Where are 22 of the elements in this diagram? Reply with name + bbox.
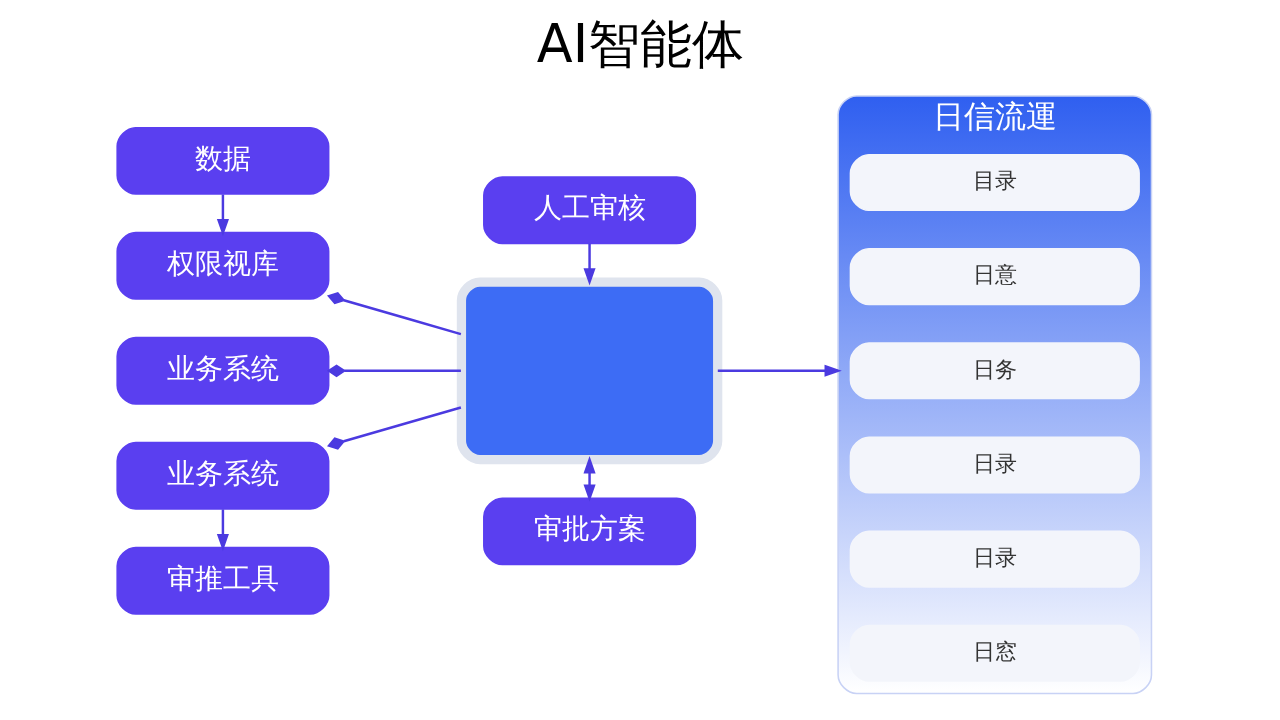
node-box: 审批方案: [482, 497, 696, 566]
connector: [326, 364, 461, 378]
node-box: 权限视库: [115, 231, 329, 300]
node-box: 业务系统: [115, 441, 329, 510]
arrow: [216, 509, 229, 552]
node-box: 审推工具: [115, 546, 329, 615]
diagram-title: AI智能体: [536, 13, 744, 75]
node-box: 日意: [849, 248, 1140, 306]
arrow: [717, 364, 842, 377]
node-box: 日录: [849, 530, 1140, 588]
node-box: 目录: [849, 153, 1140, 212]
node-box: [456, 277, 722, 465]
arrow: [583, 243, 596, 286]
connector: [326, 291, 461, 336]
node-box: 日录: [849, 436, 1140, 494]
arrow: [583, 456, 596, 502]
node-box: 人工审核: [482, 176, 696, 245]
arrow: [216, 194, 229, 237]
node-box: 业务系统: [115, 336, 329, 405]
node-box: 数据: [115, 126, 329, 195]
connector: [326, 406, 461, 450]
node-box: 日务: [849, 342, 1140, 400]
